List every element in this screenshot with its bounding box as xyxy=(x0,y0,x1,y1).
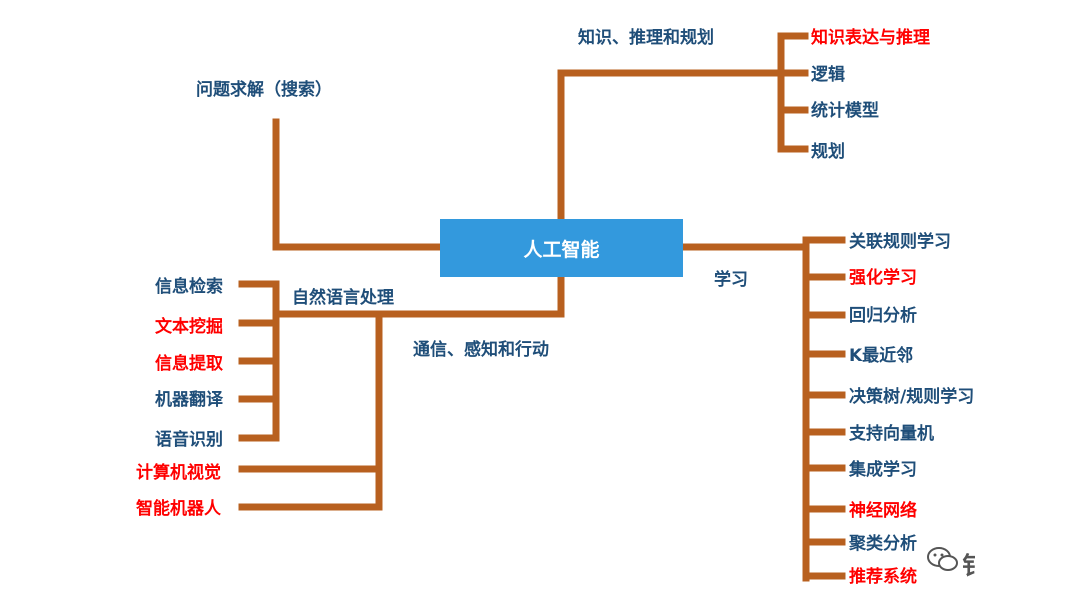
nlp-item: 语音识别 xyxy=(155,430,223,450)
perception-item: 计算机视觉 xyxy=(136,463,221,483)
learning-item: 回归分析 xyxy=(849,306,917,326)
learning-item: 集成学习 xyxy=(849,460,917,480)
knowledge-item: 逻辑 xyxy=(811,65,845,85)
branch-learning-label: 学习 xyxy=(714,270,748,290)
learning-item: 聚类分析 xyxy=(849,534,917,554)
nlp-item: 信息提取 xyxy=(155,354,223,374)
knowledge-item: 统计模型 xyxy=(811,101,879,121)
learning-item: 强化学习 xyxy=(849,268,917,288)
learning-item: K最近邻 xyxy=(849,346,914,366)
branch-search-label: 问题求解（搜索） xyxy=(196,80,332,100)
learning-item: 支持向量机 xyxy=(849,424,934,444)
learning-item: 推荐系统 xyxy=(849,567,917,587)
wechat-icon xyxy=(927,547,958,571)
learning-item: 关联规则学习 xyxy=(849,232,951,252)
nlp-item: 信息检索 xyxy=(155,277,223,297)
center-node: 人工智能 xyxy=(440,219,683,277)
learning-item: 决策树/规则学习 xyxy=(849,387,975,407)
watermark: 钅 xyxy=(926,540,978,580)
knowledge-item: 规划 xyxy=(811,142,845,162)
center-node-label: 人工智能 xyxy=(523,238,600,261)
nlp-item: 机器翻译 xyxy=(155,390,223,410)
perception-item: 智能机器人 xyxy=(136,499,221,519)
branch-knowledge-label: 知识、推理和规划 xyxy=(578,28,714,48)
nlp-item: 文本挖掘 xyxy=(155,317,223,337)
learning-item: 神经网络 xyxy=(849,501,917,521)
branch-nlp-label: 自然语言处理 xyxy=(292,288,394,308)
branch-communication-label: 通信、感知和行动 xyxy=(413,340,549,360)
watermark-text: 钅 xyxy=(962,552,978,580)
knowledge-item: 知识表达与推理 xyxy=(811,28,930,48)
